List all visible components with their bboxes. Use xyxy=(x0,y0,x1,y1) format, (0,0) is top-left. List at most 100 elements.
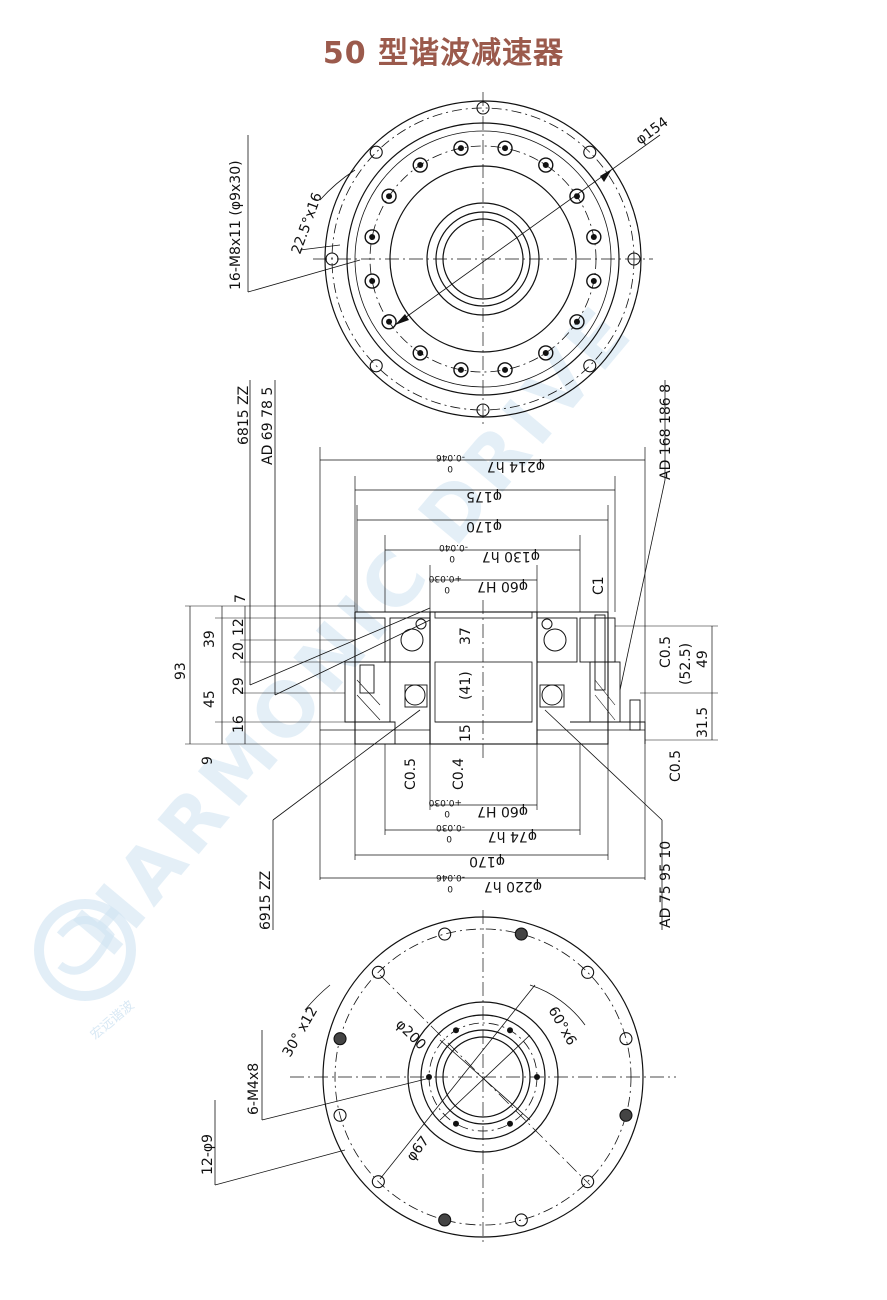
thread-hole-icon xyxy=(497,140,513,156)
m4-hole-icon xyxy=(507,1120,513,1127)
dia-220-tol0: 0 xyxy=(447,883,453,893)
dimension-value: (41) xyxy=(458,671,474,700)
top-view xyxy=(247,92,661,428)
dimension-value: C0.5 xyxy=(403,758,419,790)
bolt-hole-icon xyxy=(581,965,595,979)
dia-60-bot-tol: +0.030 xyxy=(428,797,462,807)
bottom-dia-200-label: φ200 xyxy=(392,1017,429,1054)
bolt-hole-icon xyxy=(514,927,528,941)
bolt-hole-icon xyxy=(619,1108,633,1122)
m4-hole-icon xyxy=(426,1074,432,1080)
thread-core-icon xyxy=(457,366,464,373)
thread-hole-icon xyxy=(569,188,585,204)
bearing-bottom-label: 6915 ZZ xyxy=(258,871,274,930)
bolt-hole-icon xyxy=(619,1032,633,1046)
thread-core-icon xyxy=(369,233,376,240)
bolt-hole-icon xyxy=(583,359,597,373)
thread-core-icon xyxy=(457,145,464,152)
bearing-top-label: 6815 ZZ xyxy=(236,386,252,445)
thread-core-icon xyxy=(386,318,393,325)
bolt-hole-icon xyxy=(371,1175,385,1189)
thread-hole-icon xyxy=(364,273,380,289)
dia-214-tol: -0.046 xyxy=(436,452,465,462)
dia-60-bot-label: φ60 H7 xyxy=(477,803,528,819)
bolt-hole-icon xyxy=(476,101,490,115)
bottom-bolt-holes xyxy=(333,927,633,1227)
thread-core-icon xyxy=(502,145,509,152)
dimension-value: C0.5 xyxy=(668,750,684,782)
dia-175-label: φ175 xyxy=(466,488,502,504)
dia-60-top-tol: +0.030 xyxy=(428,573,462,583)
bolt-hole-icon xyxy=(476,403,490,417)
dia-74-label: φ74 h7 xyxy=(488,828,537,844)
dimension-value: 39 xyxy=(202,630,218,648)
dimension-value: (52.5) xyxy=(678,643,694,685)
bolt-hole-icon xyxy=(581,1175,595,1189)
section-view xyxy=(185,380,718,930)
thread-core-icon xyxy=(417,349,424,356)
bolt-hole-icon xyxy=(333,1032,347,1046)
thread-core-icon xyxy=(573,193,580,200)
thread-hole-icon xyxy=(538,157,554,173)
bolt-hole-icon xyxy=(371,965,385,979)
watermark-text: HARMONIC DRIVE xyxy=(58,288,651,971)
m4-hole-icon xyxy=(534,1074,540,1080)
bottom-m4-holes-label: 6-M4x8 xyxy=(246,1063,262,1115)
thread-hole-icon xyxy=(381,188,397,204)
thread-core-icon xyxy=(502,366,509,373)
dimension-value: 31.5 xyxy=(695,707,711,738)
dia-220-label: φ220 h7 xyxy=(484,878,542,894)
thread-core-icon xyxy=(369,278,376,285)
thread-hole-icon xyxy=(586,229,602,245)
dimension-value: C0.5 xyxy=(658,636,674,668)
thread-core-icon xyxy=(542,349,549,356)
bolt-hole-icon xyxy=(333,1108,347,1122)
thread-hole-icon xyxy=(586,273,602,289)
bolt-hole-icon xyxy=(325,252,339,266)
m4-hole-icon xyxy=(453,1120,459,1127)
bolt-hole-icon xyxy=(627,252,641,266)
thread-core-icon xyxy=(590,278,597,285)
thread-hole-icon xyxy=(497,362,513,378)
top-thread-holes xyxy=(364,140,602,378)
bottom-angle-30-label: 30° x12 xyxy=(280,1004,322,1060)
dia-130-label: φ130 h7 xyxy=(482,548,540,564)
bottom-view xyxy=(214,910,676,1245)
thread-hole-icon xyxy=(453,140,469,156)
thread-hole-icon xyxy=(453,362,469,378)
m4-hole-icon xyxy=(507,1027,513,1034)
bolt-hole-icon xyxy=(369,359,383,373)
dimension-value: 7 xyxy=(233,594,249,603)
dia-214-tol0: 0 xyxy=(447,463,453,473)
dia-74-tol: -0.030 xyxy=(436,822,465,832)
dimension-value: 93 xyxy=(173,662,189,680)
thread-hole-icon xyxy=(381,314,397,330)
dimension-value: 29 xyxy=(231,677,247,695)
dia-170-top-label: φ170 xyxy=(466,518,502,534)
dimension-value: 45 xyxy=(202,690,218,708)
dia-130-tol0: 0 xyxy=(449,553,455,563)
dia-60-bot-tol0: 0 xyxy=(444,808,450,818)
thread-hole-icon xyxy=(538,345,554,361)
dimension-value: 49 xyxy=(695,650,711,668)
bottom-m4-holes xyxy=(426,1027,540,1127)
top-holes-label: 16-M8x11 (φ9x30) xyxy=(228,160,244,290)
bolt-hole-icon xyxy=(438,927,452,941)
seal-bottom-label: AD 75 95 10 xyxy=(658,841,674,928)
page-title: 50 型谐波减速器 xyxy=(322,36,565,71)
thread-hole-icon xyxy=(569,314,585,330)
bottom-9-holes-label: 12-φ9 xyxy=(200,1134,216,1175)
dia-74-tol0: 0 xyxy=(446,833,452,843)
thread-core-icon xyxy=(417,162,424,169)
dia-214-label: φ214 h7 xyxy=(487,458,545,474)
thread-core-icon xyxy=(590,233,597,240)
watermark-logo-icon xyxy=(34,899,136,1001)
dia-130-tol: -0.040 xyxy=(439,542,468,552)
thread-core-icon xyxy=(573,318,580,325)
dimension-value: C0.4 xyxy=(451,758,467,790)
thread-hole-icon xyxy=(412,345,428,361)
